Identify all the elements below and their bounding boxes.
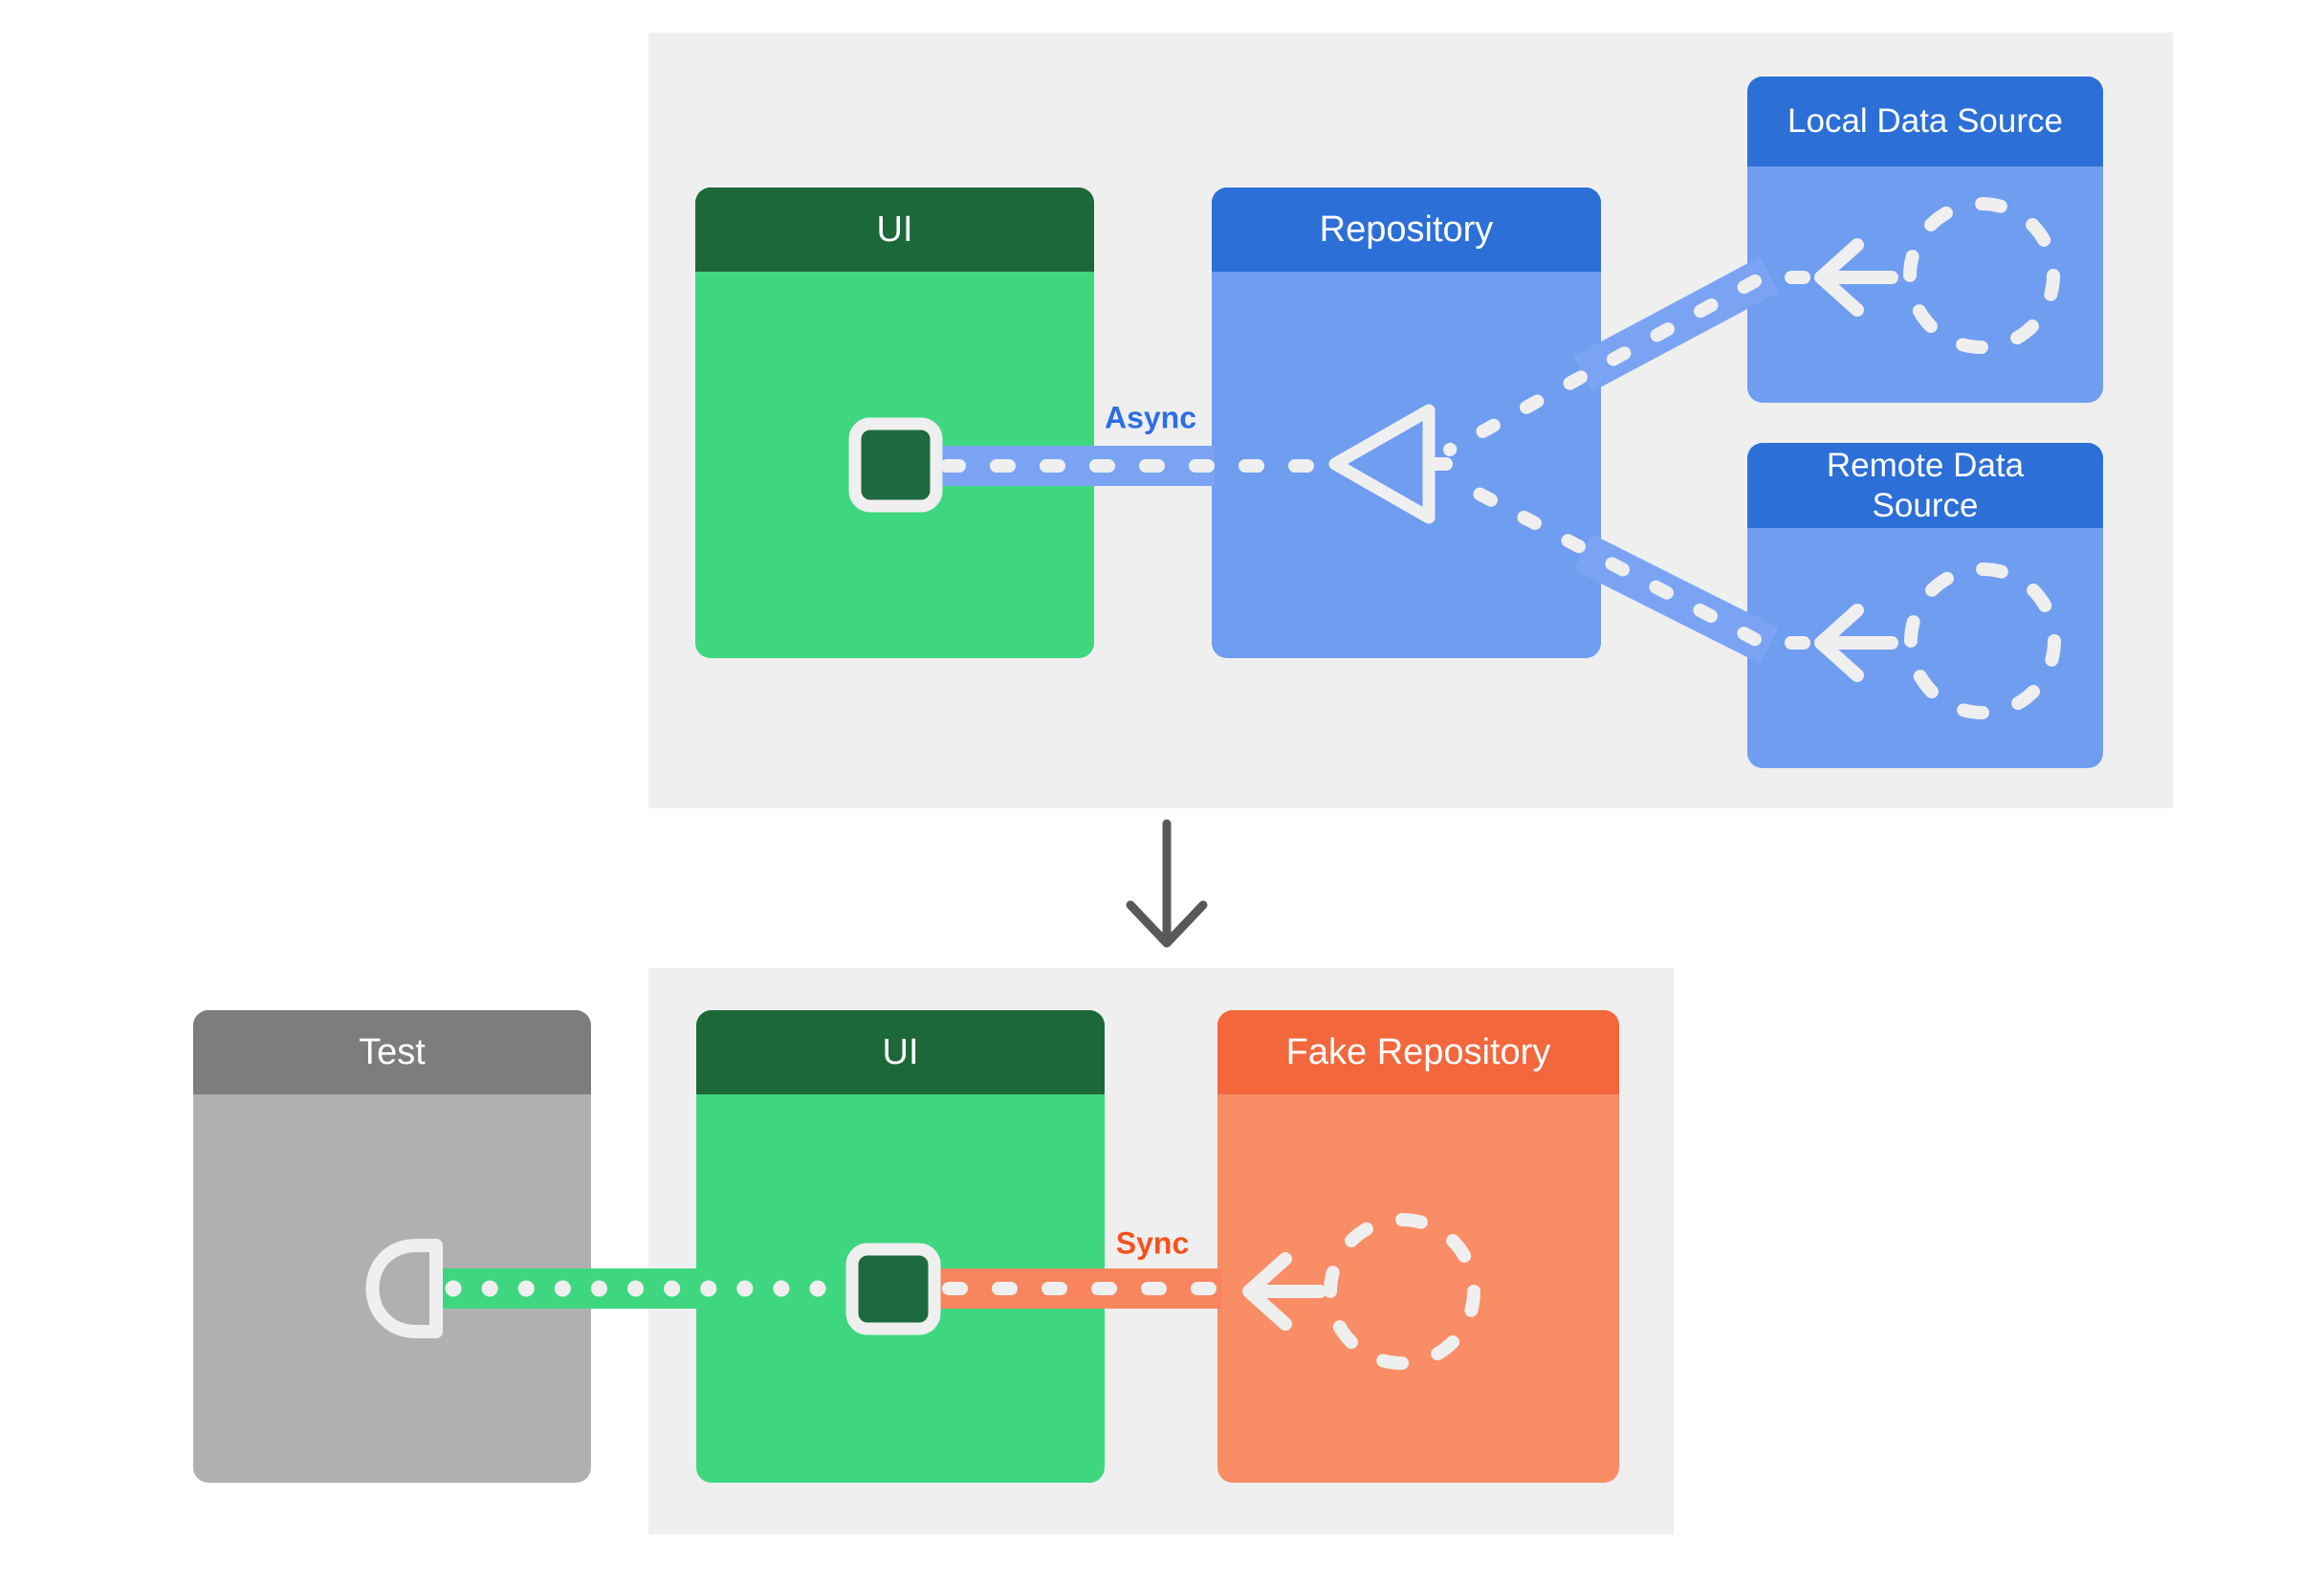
- remote-data-source-box: Remote Data Source: [1747, 443, 2103, 768]
- local-data-source-box: Local Data Source: [1747, 77, 2103, 403]
- fake-repository-title: Fake Repository: [1217, 1010, 1619, 1094]
- repository-box: Repository: [1212, 187, 1601, 658]
- test-box-title: Test: [193, 1010, 591, 1094]
- ui-box-production: UI: [695, 187, 1094, 658]
- repository-box-title: Repository: [1212, 187, 1601, 272]
- test-box: Test: [193, 1010, 591, 1483]
- async-label: Async: [1104, 400, 1197, 435]
- ui-box-title: UI: [695, 187, 1094, 272]
- local-data-source-title: Local Data Source: [1747, 77, 2103, 166]
- ui-box-test: UI: [696, 1010, 1105, 1483]
- ui-box-test-title: UI: [696, 1010, 1105, 1094]
- flow-down-arrow-icon: [1126, 819, 1208, 948]
- remote-data-source-title: Remote Data Source: [1747, 443, 2103, 528]
- fake-repository-box: Fake Repository: [1217, 1010, 1619, 1483]
- sync-label: Sync: [1115, 1225, 1190, 1261]
